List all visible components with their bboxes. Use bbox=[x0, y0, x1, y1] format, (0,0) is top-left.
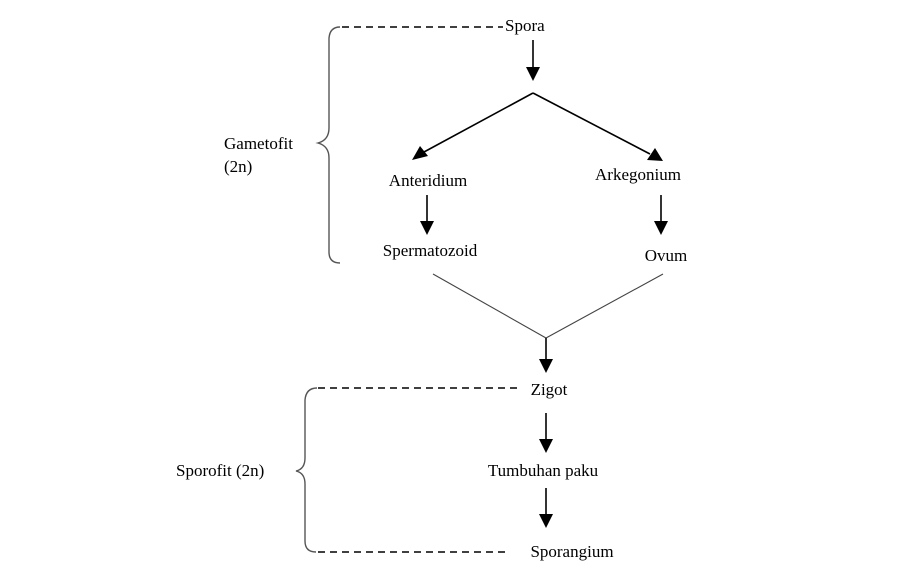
node-spora: Spora bbox=[505, 16, 545, 35]
node-ovum: Ovum bbox=[644, 246, 688, 265]
arrowhead-anteridium bbox=[412, 146, 428, 160]
arrowhead-spermatozoid bbox=[420, 221, 434, 235]
branch-to-arkegonium bbox=[532, 92, 651, 155]
phase-label-gametofit: Gametofit (2n) bbox=[224, 133, 293, 179]
arrowhead-tumbuhan-paku bbox=[539, 439, 553, 453]
line-spermatozoid-to-zigot bbox=[432, 273, 547, 339]
gametofit-brace bbox=[315, 26, 341, 264]
node-zigot: Zigot bbox=[530, 380, 568, 399]
node-anteridium: Anteridium bbox=[388, 171, 468, 190]
node-tumbuhan-paku: Tumbuhan paku bbox=[487, 461, 599, 480]
line-ovum-to-zigot bbox=[545, 273, 664, 339]
sporofit-brace bbox=[295, 387, 318, 553]
phase-gametofit-name: Gametofit bbox=[224, 134, 293, 153]
branch-to-anteridium bbox=[423, 92, 534, 153]
phase-gametofit-ploidy: (2n) bbox=[224, 156, 253, 176]
arrowhead-ovum bbox=[654, 221, 668, 235]
arrowhead-arkegonium bbox=[647, 148, 663, 161]
arrowhead-zigot bbox=[539, 359, 553, 373]
node-spermatozoid: Spermatozoid bbox=[382, 241, 478, 260]
phase-label-sporofit: Sporofit (2n) bbox=[176, 461, 265, 480]
arrowhead-sporangium bbox=[539, 514, 553, 528]
arrowhead-spora bbox=[526, 67, 540, 81]
node-arkegonium: Arkegonium bbox=[595, 165, 681, 184]
node-sporangium: Sporangium bbox=[530, 542, 614, 561]
